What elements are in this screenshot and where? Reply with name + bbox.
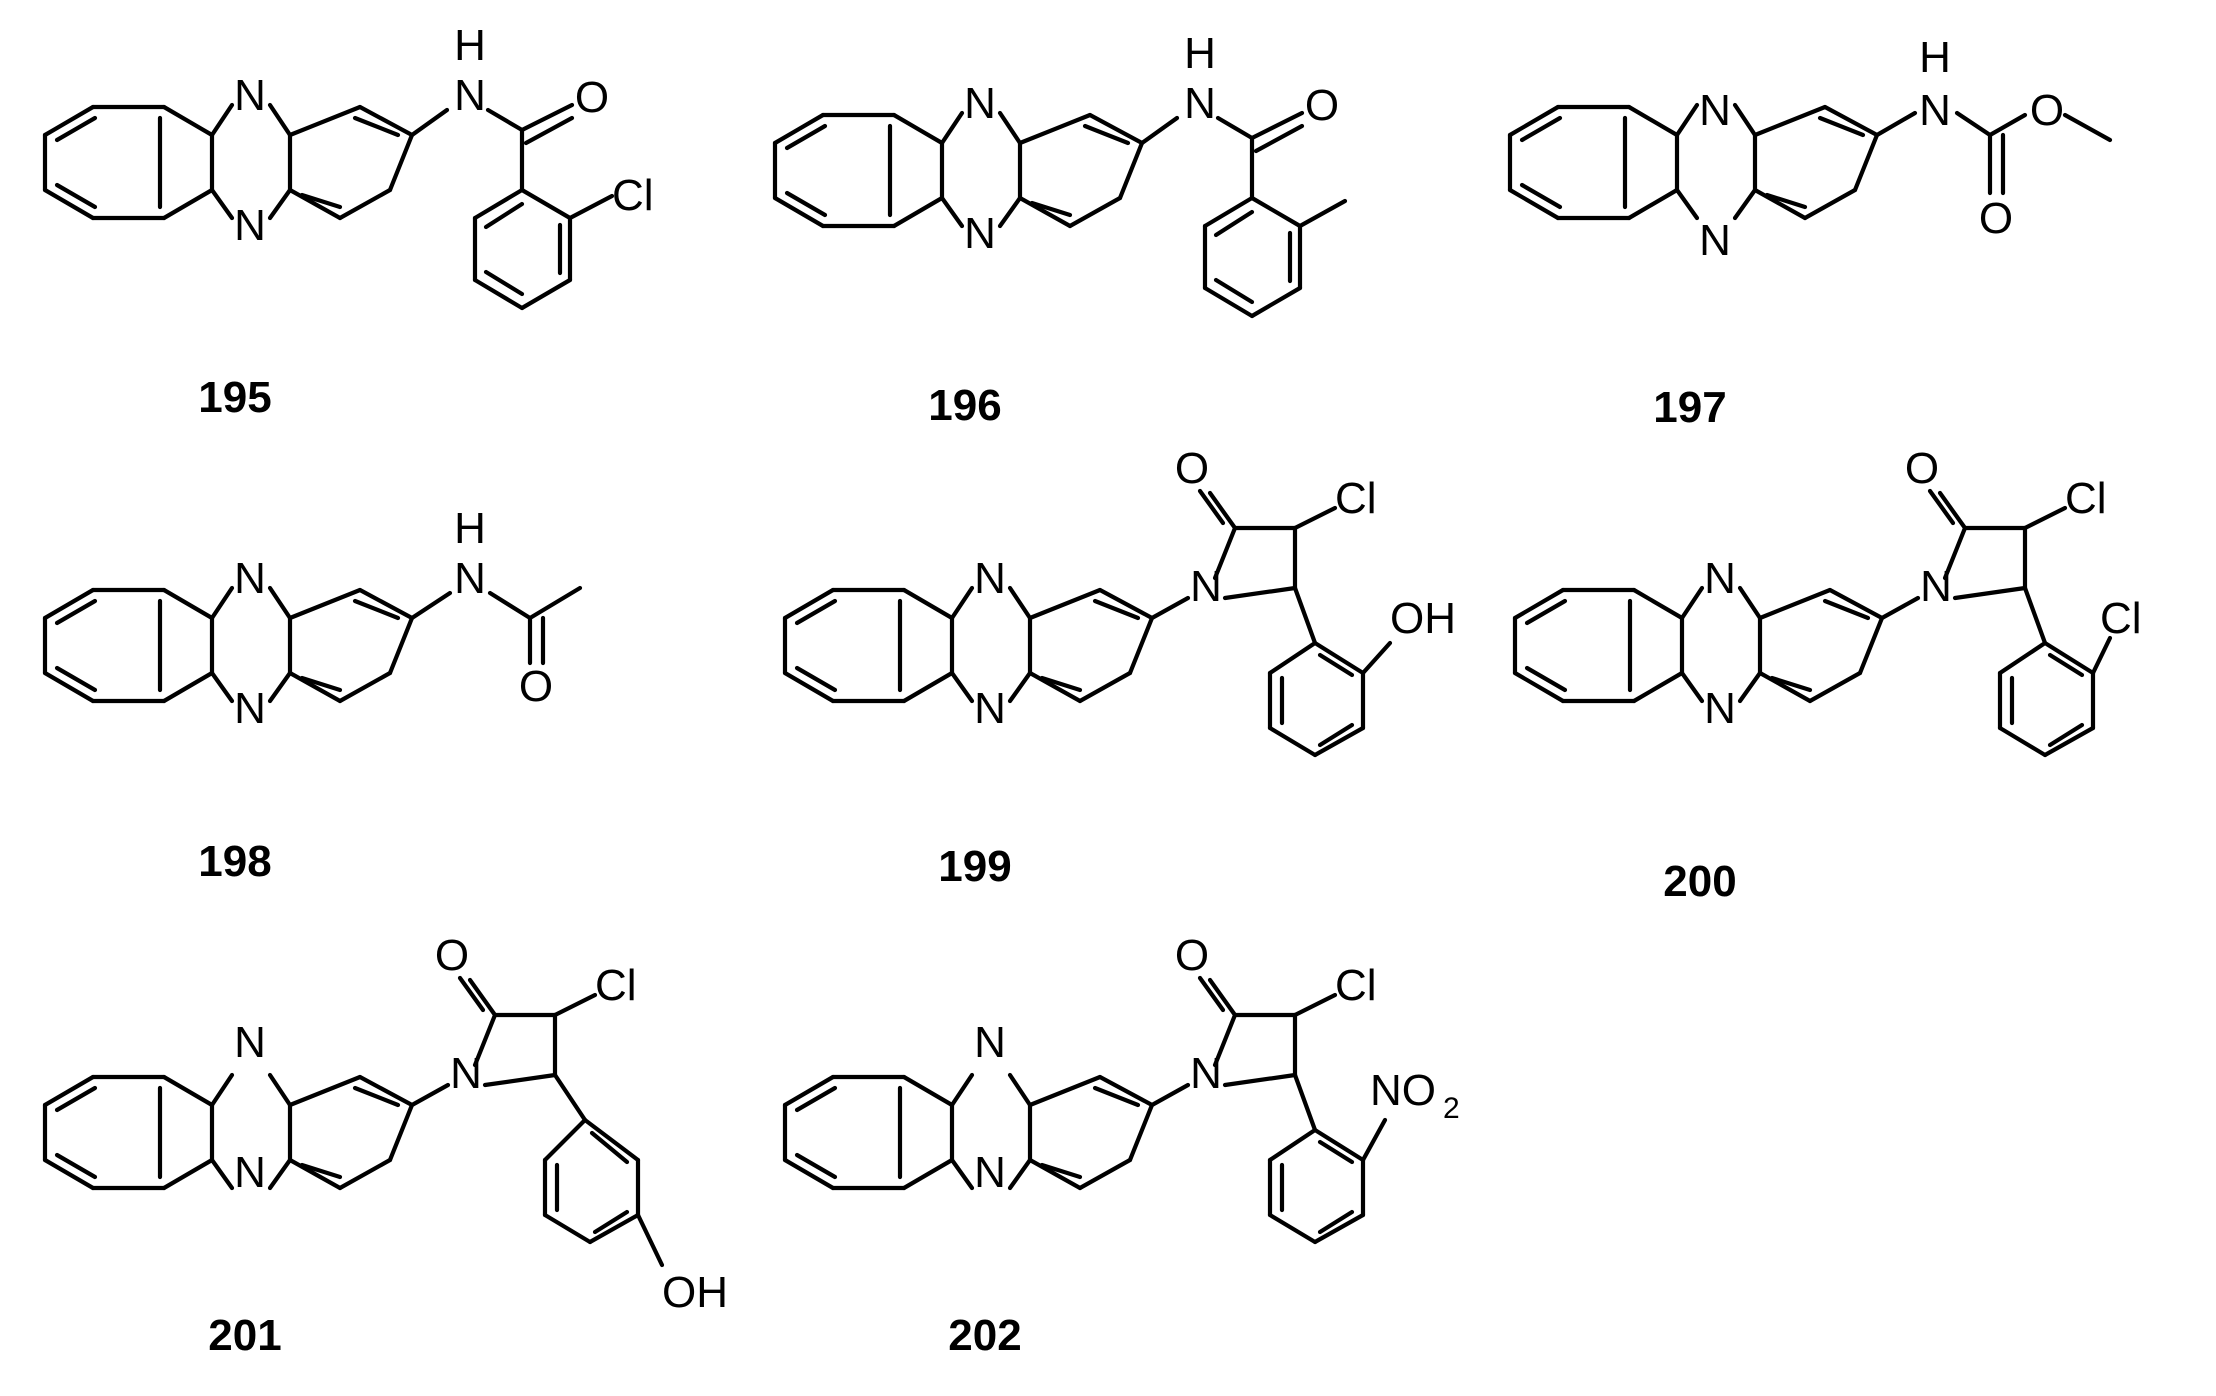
phenazine-n1: N (964, 79, 996, 128)
phenazine-core (782, 1072, 1155, 1191)
phenazine-n2: N (234, 1148, 266, 1197)
phenazine-core (42, 1072, 415, 1191)
phenazine-core (1512, 585, 1885, 704)
aryl-ring (542, 1072, 665, 1268)
nitro-no: NO (1370, 1066, 1436, 1115)
compound-200: N N N O Cl Cl 200 (1512, 444, 2142, 906)
carbonyl-o: O (1979, 194, 2013, 243)
lactam-n: N (1920, 562, 1952, 611)
compound-label: 195 (198, 373, 271, 422)
lactam-n: N (1190, 562, 1222, 611)
compound-label: 196 (928, 381, 1001, 430)
compound-label: 201 (208, 1311, 281, 1360)
carbonyl-o: O (1305, 81, 1339, 130)
phenazine-n2: N (974, 684, 1006, 733)
beta-lactam (409, 975, 598, 1108)
phenazine-n2: N (974, 1148, 1006, 1197)
chloro-cl: Cl (595, 961, 637, 1010)
compound-197: N N H N O O 197 (1507, 33, 2113, 432)
phenazine-n1: N (974, 1018, 1006, 1067)
lactam-n: N (450, 1049, 482, 1098)
phenazine-n2: N (1704, 684, 1736, 733)
phenazine-n1: N (234, 71, 266, 120)
aryl-ring (1997, 585, 2113, 758)
compound-label: 200 (1663, 857, 1736, 906)
amide-h: H (1184, 29, 1216, 78)
carbamate-n: N (1919, 86, 1951, 135)
compound-198: N N H N O 198 (42, 504, 583, 886)
amide-side-chain (409, 102, 615, 311)
phenazine-core (1507, 102, 1880, 221)
phenazine-n1: N (234, 554, 266, 603)
amide-h: H (454, 21, 486, 70)
phenazine-n1: N (234, 1018, 266, 1067)
amide-h: H (454, 504, 486, 553)
phenazine-n2: N (1699, 216, 1731, 265)
phenazine-n2: N (964, 209, 996, 258)
carbonyl-o: O (519, 662, 553, 711)
nitro-subscript: 2 (1443, 1092, 1460, 1125)
compound-label: 197 (1653, 383, 1726, 432)
compound-201: N N N O Cl OH 201 (42, 931, 728, 1360)
phenazine-n1: N (974, 554, 1006, 603)
chloro-cl: Cl (2065, 474, 2107, 523)
compound-label: 199 (938, 842, 1011, 891)
compound-196: N N H N O 196 (772, 29, 1348, 430)
phenazine-n1: N (1704, 554, 1736, 603)
compound-199: N N N O Cl OH 199 (782, 444, 1456, 891)
beta-lactam (1149, 488, 1338, 621)
beta-lactam (1149, 975, 1338, 1108)
phenazine-n2: N (234, 201, 266, 250)
aryl-ring (1267, 585, 1393, 758)
phenazine-core (42, 585, 415, 704)
compound-202: N N N O Cl NO 2 202 (782, 931, 1460, 1360)
phenazine-n2: N (234, 684, 266, 733)
carbonyl-o: O (1905, 444, 1939, 493)
chloro-cl: Cl (612, 171, 654, 220)
carbonyl-o: O (575, 73, 609, 122)
carbonyl-o: O (1175, 444, 1209, 493)
phenazine-core (782, 585, 1155, 704)
chloro-cl: Cl (1335, 474, 1377, 523)
carbamate-h: H (1919, 33, 1951, 82)
hydroxy-oh: OH (1390, 594, 1456, 643)
carbamate-side-chain (1874, 110, 2113, 196)
compound-label: 198 (198, 837, 271, 886)
amide-n: N (1184, 79, 1216, 128)
carbonyl-o: O (435, 931, 469, 980)
amide-n: N (454, 554, 486, 603)
amide-side-chain (1139, 110, 1348, 319)
carbonyl-o: O (1175, 931, 1209, 980)
phenazine-core (42, 102, 415, 221)
aryl-chloro-cl: Cl (2100, 594, 2142, 643)
phenazine-core (772, 110, 1145, 229)
beta-lactam (1879, 488, 2068, 621)
acetamide-side-chain (409, 585, 583, 666)
ester-o: O (2030, 86, 2064, 135)
amide-n: N (454, 71, 486, 120)
aryl-ring (1267, 1072, 1388, 1245)
compound-195: N N H N O Cl 195 (42, 21, 654, 422)
lactam-n: N (1190, 1049, 1222, 1098)
compound-label: 202 (948, 1311, 1021, 1360)
chloro-cl: Cl (1335, 961, 1377, 1010)
hydroxy-oh: OH (662, 1268, 728, 1317)
phenazine-n1: N (1699, 86, 1731, 135)
